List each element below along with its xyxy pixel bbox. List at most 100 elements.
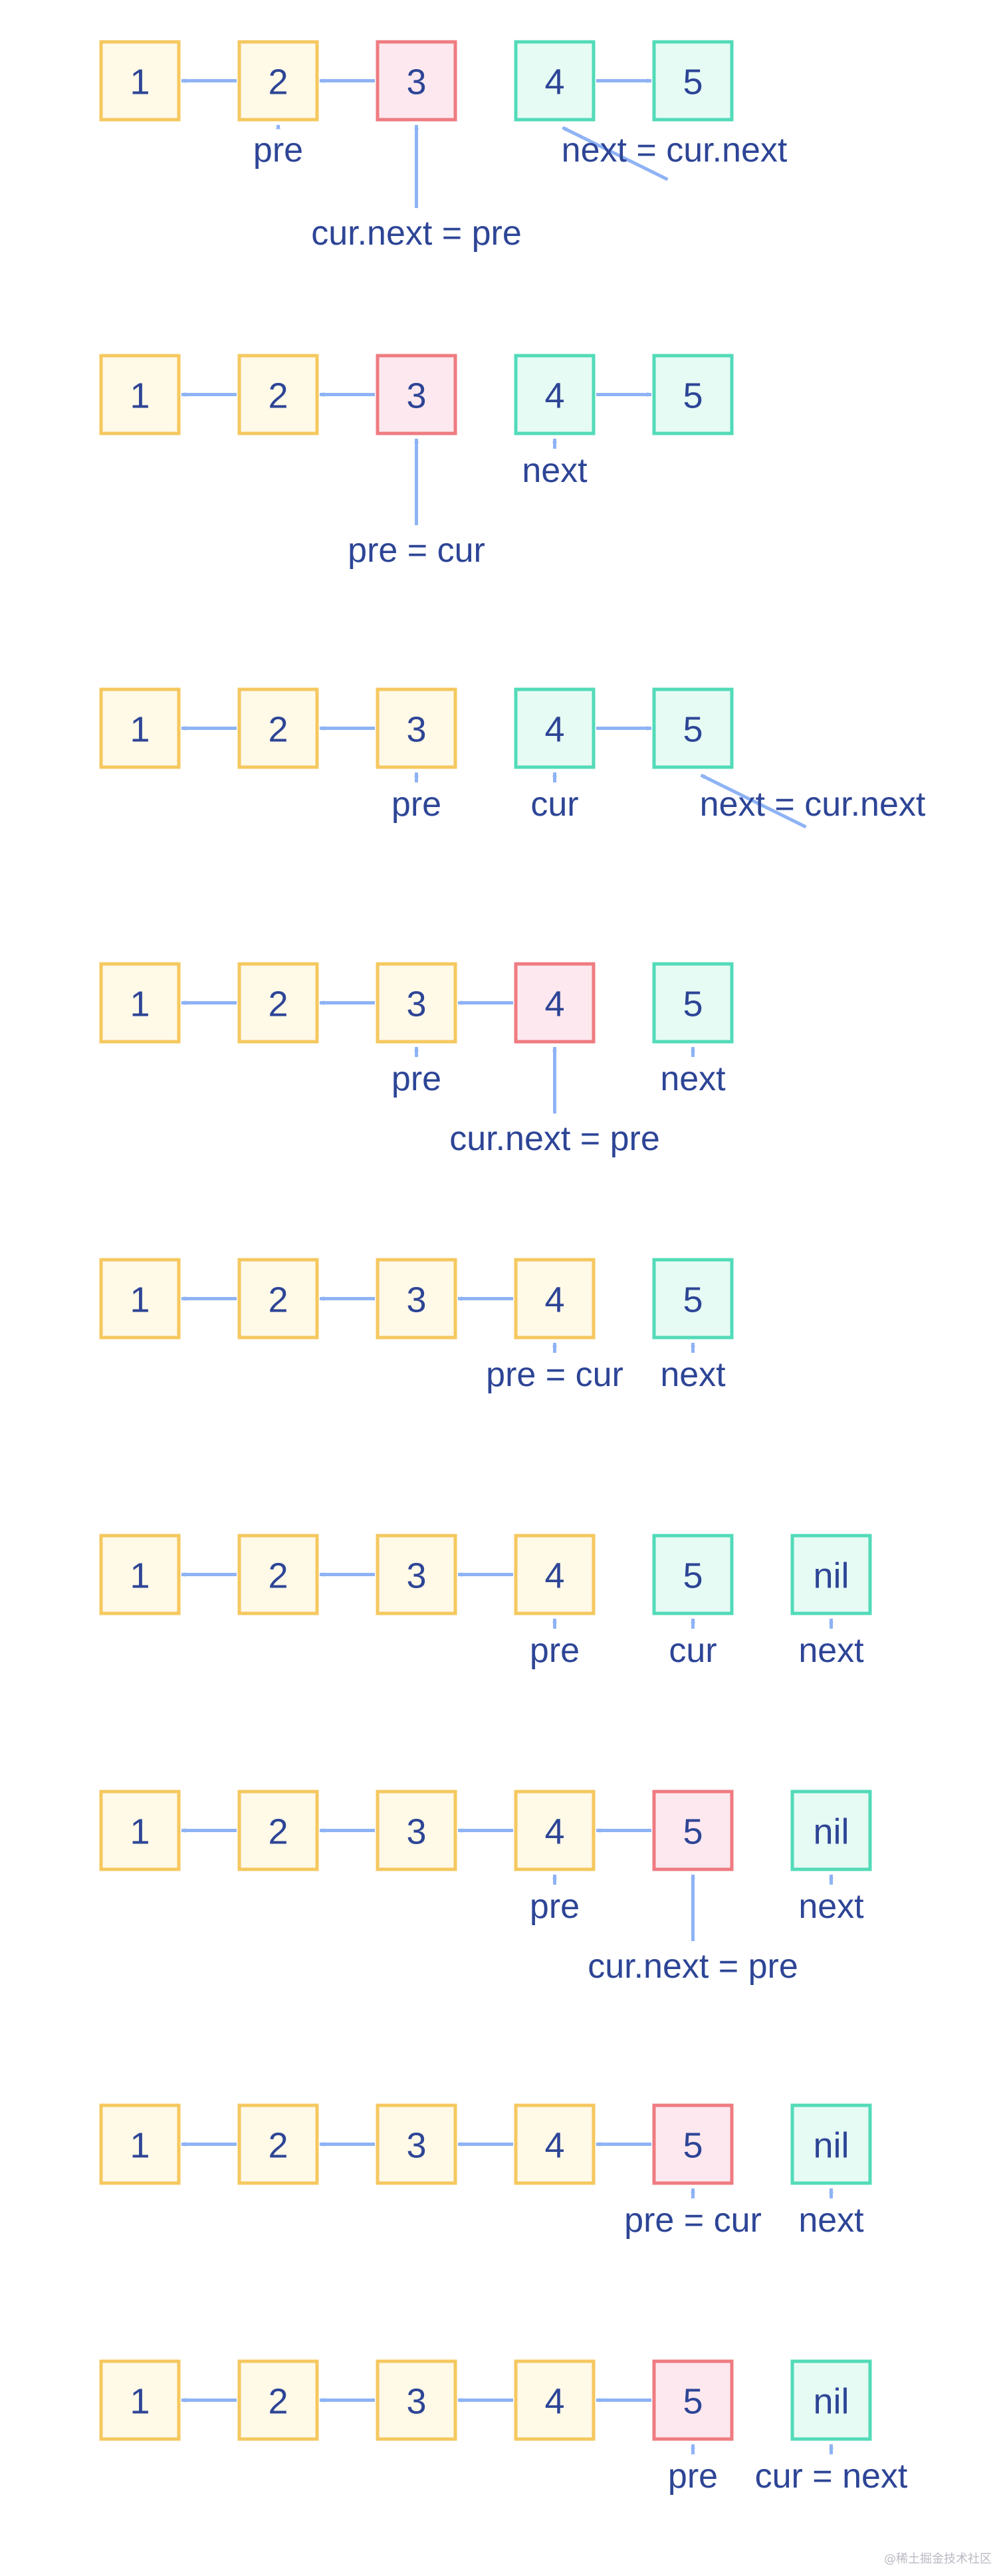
- node-label: 1: [130, 1280, 150, 1320]
- node-label: 3: [406, 2126, 426, 2166]
- node-box: [514, 40, 596, 122]
- node-box: [514, 1790, 596, 1871]
- pointer-label: next: [522, 451, 588, 490]
- pointer-label: pre = cur: [348, 531, 485, 570]
- node-label: 1: [130, 376, 150, 416]
- pointer-label: next: [798, 1631, 864, 1670]
- node-box: [652, 1534, 734, 1615]
- pointer-arrow: [562, 126, 669, 181]
- pointer-label: next = cur.next: [700, 785, 926, 824]
- pointer-arrow: [700, 773, 807, 829]
- node-label: 5: [683, 1812, 703, 1852]
- node-box: [99, 354, 181, 435]
- node-box: [514, 354, 596, 435]
- node-label: 4: [544, 1556, 564, 1596]
- node-label: 4: [544, 985, 564, 1024]
- node-box: [376, 1534, 457, 1615]
- node-box: [790, 1790, 872, 1871]
- node-label: 3: [406, 62, 426, 102]
- pointer-label: pre: [530, 1631, 580, 1670]
- node-label: 4: [544, 2382, 564, 2422]
- node-label: 4: [544, 1812, 564, 1852]
- node-label: 5: [683, 62, 703, 102]
- node-label: 3: [406, 1812, 426, 1852]
- node-box: [99, 1258, 181, 1340]
- node-box: [237, 1534, 319, 1615]
- node-label: 5: [683, 1280, 703, 1320]
- node-box: [376, 2359, 457, 2441]
- node-label: 4: [544, 1280, 564, 1320]
- node-label: 5: [683, 985, 703, 1024]
- pointer-label: cur.next = pre: [588, 1947, 798, 1986]
- node-box: [514, 1258, 596, 1340]
- pointer-label: next: [798, 1887, 864, 1926]
- node-label: 5: [683, 376, 703, 416]
- pointer-label: next: [660, 1060, 726, 1098]
- node-box: [99, 687, 181, 769]
- pointer-label: cur.next = pre: [311, 214, 522, 253]
- node-label: 1: [130, 985, 150, 1024]
- node-box: [514, 2359, 596, 2441]
- node-box: [237, 1258, 319, 1340]
- node-box: [99, 962, 181, 1044]
- pointer-label: cur: [669, 1631, 717, 1670]
- node-box: [514, 687, 596, 769]
- node-box: [376, 2103, 457, 2185]
- node-box: [790, 2103, 872, 2185]
- node-box: [237, 40, 319, 122]
- node-box: [99, 2103, 181, 2185]
- node-label: 5: [683, 1556, 703, 1596]
- node-box: [237, 687, 319, 769]
- node-label: 5: [683, 2382, 703, 2422]
- node-box: [99, 1790, 181, 1871]
- node-box: [652, 40, 734, 122]
- node-box: [376, 1790, 457, 1871]
- node-label: 2: [268, 62, 288, 102]
- node-label: 1: [130, 1812, 150, 1852]
- node-box: [514, 2103, 596, 2185]
- pointer-label: pre: [668, 2457, 718, 2496]
- node-label: nil: [813, 2126, 849, 2166]
- pointer-label: pre: [253, 131, 303, 170]
- pointer-label: pre = cur: [486, 1355, 623, 1394]
- pointer-label: cur = next: [755, 2457, 908, 2496]
- node-box: [790, 2359, 872, 2441]
- node-label: 2: [268, 2126, 288, 2166]
- node-label: 1: [130, 62, 150, 102]
- node-box: [652, 2359, 734, 2441]
- node-label: 2: [268, 376, 288, 416]
- node-label: 5: [683, 710, 703, 750]
- node-label: 2: [268, 1812, 288, 1852]
- node-label: 3: [406, 1280, 426, 1320]
- pointer-label: cur.next = pre: [449, 1119, 660, 1158]
- node-label: nil: [813, 1812, 849, 1852]
- node-label: 1: [130, 2382, 150, 2422]
- node-label: 2: [268, 1280, 288, 1320]
- node-label: 4: [544, 710, 564, 750]
- node-box: [99, 1534, 181, 1615]
- node-label: 4: [544, 376, 564, 416]
- pointer-label: pre: [391, 785, 441, 824]
- node-box: [652, 2103, 734, 2185]
- node-label: 2: [268, 710, 288, 750]
- node-box: [99, 2359, 181, 2441]
- node-box: [237, 2359, 319, 2441]
- node-label: 1: [130, 1556, 150, 1596]
- node-box: [652, 354, 734, 435]
- node-label: 4: [544, 62, 564, 102]
- node-label: 3: [406, 2382, 426, 2422]
- node-label: 1: [130, 2126, 150, 2166]
- node-label: nil: [813, 1556, 849, 1596]
- node-label: 3: [406, 1556, 426, 1596]
- pointer-label: pre: [530, 1887, 580, 1926]
- node-box: [376, 687, 457, 769]
- pointer-label: next = cur.next: [562, 131, 788, 170]
